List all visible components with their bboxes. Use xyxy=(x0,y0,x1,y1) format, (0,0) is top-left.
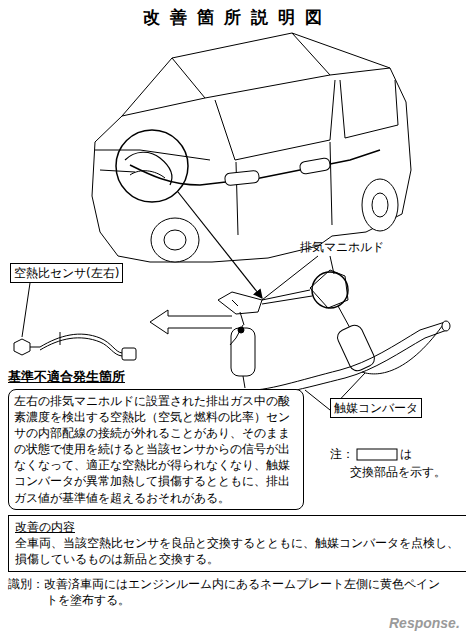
exhaust-system xyxy=(218,270,450,396)
identification-text: 識別：改善済車両にはエンジンルーム内にあるネームプレート左側に黄色ペイントを塗布… xyxy=(8,577,448,608)
note-frame: 左右の排気マニホルドに設置された排出ガス中の酸素濃度を検出する空熱比（空気と燃料… xyxy=(8,389,304,510)
part-name: 触媒コンバータ xyxy=(334,401,418,415)
title: 改 善 箇 所 説 明 図 xyxy=(143,6,324,28)
note-heading: 基準不適合発生箇所 xyxy=(8,368,304,386)
watermark: Response. xyxy=(389,614,460,632)
remedy-box: 改善の内容全車両、当該空熱比センサを良品と交換するとともに、触媒コンバータを点検… xyxy=(8,515,466,572)
part-label: 排気マニホルド xyxy=(300,240,384,256)
part-label-box: 触媒コンバータ xyxy=(330,398,422,418)
car xyxy=(92,33,411,262)
part-label-box: 空熱比センサ(左右) xyxy=(10,263,123,283)
body-text: 全車両、当該空熱比センサを良品と交換するとともに、触媒コンバータを点検し、損傷し… xyxy=(15,535,465,567)
part-name: 空熱比センサ(左右) xyxy=(14,266,119,280)
note-text: は xyxy=(400,447,412,463)
body-text: 左右の排気マニホルドに設置された排出ガス中の酸素濃度を検出する空熱比（空気と燃料… xyxy=(14,393,298,506)
replacement-symbol xyxy=(357,449,397,460)
note-text: 注： xyxy=(330,447,354,463)
air-fuel-sensor xyxy=(14,332,136,360)
defect-note: 基準不適合発生箇所左右の排気マニホルドに設置された排出ガス中の酸素濃度を検出する… xyxy=(8,368,304,510)
box-heading: 改善の内容 xyxy=(15,519,465,535)
note-text: 交換部品を示す。 xyxy=(350,465,446,481)
